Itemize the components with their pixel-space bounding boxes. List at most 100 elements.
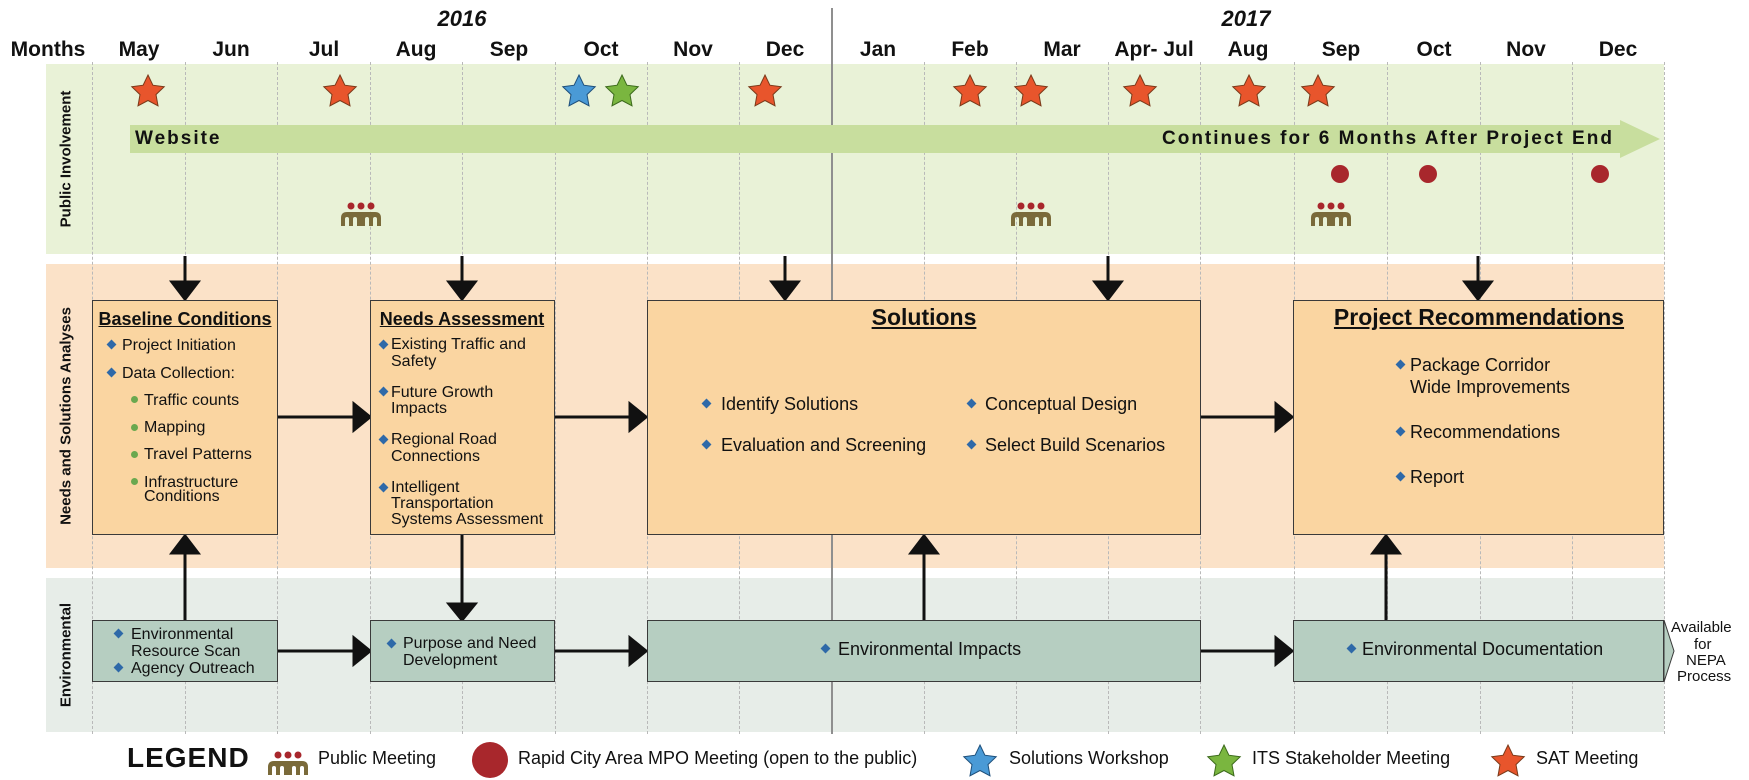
month-jun-2016: Jun: [212, 38, 250, 61]
mpo-meeting-dot: [1591, 165, 1609, 183]
months-label: Months: [10, 38, 86, 61]
month-nov-2017: Nov: [1506, 38, 1546, 61]
legend-mpo-label: Rapid City Area MPO Meeting (open to the…: [518, 748, 918, 768]
env-scan-item: Agency Outreach: [131, 660, 255, 677]
baseline-subitem: Mapping: [144, 419, 206, 436]
purpose-need-text: Development: [403, 652, 498, 669]
environmental-documentation-text: Environmental Documentation: [1362, 639, 1604, 659]
environmental-impacts-text: Environmental Impacts: [838, 639, 1022, 659]
sat-meeting-star: [748, 74, 782, 107]
nepa-note: Available: [1671, 619, 1732, 636]
month-feb-2017: Feb: [951, 38, 989, 61]
needs-item: Future Growth: [391, 384, 494, 401]
website-label: Website: [135, 128, 222, 149]
bullet-dot: [131, 396, 138, 403]
year-2016: 2016: [437, 6, 487, 31]
project-recommendations-box: [1293, 300, 1664, 535]
public-meeting-icon: [341, 202, 381, 226]
nepa-note: NEPA: [1686, 652, 1726, 669]
baseline-item: Project Initiation: [122, 337, 236, 354]
month-apr-jul-2017: Apr- Jul: [1114, 38, 1194, 61]
sat-meeting-star: [1123, 74, 1157, 107]
bullet-dot: [131, 478, 138, 485]
environmental-impacts-box: [647, 620, 1201, 682]
needs-item: Intelligent: [391, 479, 460, 496]
month-oct-2017: Oct: [1416, 38, 1452, 61]
recommendations-item: Recommendations: [1410, 422, 1561, 442]
solutions-box: [647, 300, 1201, 535]
needs-assessment-box: [370, 300, 555, 535]
solutions-title: Solutions: [871, 304, 977, 330]
sat-meeting-star: [1232, 74, 1266, 107]
its-stakeholder-star: [605, 74, 639, 107]
sat-meeting-star: [1301, 74, 1335, 107]
gridline: [555, 62, 556, 734]
legend-mpo-dot: [472, 742, 508, 778]
needs-item: Systems Assessment: [391, 511, 544, 528]
legend-solutions-workshop-star: [963, 744, 997, 777]
legend-sat-star: [1491, 744, 1525, 777]
baseline-item: Data Collection:: [122, 365, 235, 382]
sat-meeting-star: [953, 74, 987, 107]
mpo-meeting-dot: [1331, 165, 1349, 183]
project-recommendations-title: Project Recommendations: [1333, 304, 1625, 330]
legend-public-meeting-icon: [268, 751, 308, 775]
legend-public-meeting-label: Public Meeting: [318, 748, 437, 768]
month-aug-2016: Aug: [395, 38, 437, 61]
month-mar-2017: Mar: [1043, 38, 1081, 61]
bullet-dot: [131, 451, 138, 458]
env-scan-item: Resource Scan: [131, 643, 241, 660]
recommendations-item: Report: [1410, 467, 1465, 487]
month-sep-2017: Sep: [1321, 38, 1361, 61]
legend-solutions-workshop-label: Solutions Workshop: [1009, 748, 1169, 768]
month-oct-2016: Oct: [583, 38, 619, 61]
month-nov-2016: Nov: [673, 38, 713, 61]
website-continues-note: Continues for 6 Months After Project End: [1162, 128, 1614, 149]
public-meeting-icon: [1011, 202, 1051, 226]
gridline: [1664, 62, 1665, 734]
needs-item: Regional Road: [391, 431, 497, 448]
environmental-resource-scan-box: [92, 620, 278, 682]
legend-title: LEGEND: [127, 742, 250, 773]
public-involvement-band: [46, 64, 1664, 254]
month-sep-2016: Sep: [489, 38, 529, 61]
needs-assessment-title: Needs Assessment: [379, 309, 545, 329]
mpo-meeting-dot: [1419, 165, 1437, 183]
month-aug-2017: Aug: [1227, 38, 1269, 61]
month-jan-2017: Jan: [859, 38, 897, 61]
month-jul-2016: Jul: [308, 38, 340, 61]
month-may-2016: May: [118, 38, 160, 61]
solutions-item: Conceptual Design: [985, 394, 1138, 414]
solutions-item: Evaluation and Screening: [721, 435, 927, 455]
website-arrow-bar: [130, 120, 1660, 158]
baseline-subitem: Infrastructure: [144, 474, 239, 491]
recommendations-item: Wide Improvements: [1410, 377, 1571, 397]
env-scan-item: Environmental: [131, 626, 234, 643]
sat-meeting-star: [1014, 74, 1048, 107]
baseline-subitem: Traffic counts: [144, 392, 240, 409]
month-dec-2016: Dec: [765, 38, 805, 61]
baseline-conditions-box: [92, 300, 278, 535]
purpose-need-text: Purpose and Need: [403, 635, 537, 652]
nepa-note: for: [1694, 636, 1712, 653]
baseline-subitem: Travel Patterns: [144, 446, 252, 463]
needs-item: Transportation: [391, 495, 494, 512]
purpose-need-box: [370, 620, 555, 682]
needs-item: Existing Traffic and: [391, 336, 526, 353]
baseline-subitem: Conditions: [144, 488, 220, 505]
baseline-conditions-title: Baseline Conditions: [98, 309, 272, 329]
legend-its-label: ITS Stakeholder Meeting: [1252, 748, 1451, 768]
sat-meeting-star: [323, 74, 357, 107]
legend-sat-label: SAT Meeting: [1536, 748, 1639, 768]
solutions-item: Identify Solutions: [721, 394, 859, 414]
month-dec-2017: Dec: [1598, 38, 1638, 61]
recommendations-item: Package Corridor: [1410, 355, 1551, 375]
sat-meeting-star: [131, 74, 165, 107]
needs-item: Connections: [391, 448, 480, 465]
legend-its-star: [1207, 744, 1241, 777]
needs-item: Safety: [391, 353, 437, 370]
bullet-dot: [131, 424, 138, 431]
solutions-item: Select Build Scenarios: [985, 435, 1166, 455]
nepa-note: Process: [1677, 668, 1732, 685]
